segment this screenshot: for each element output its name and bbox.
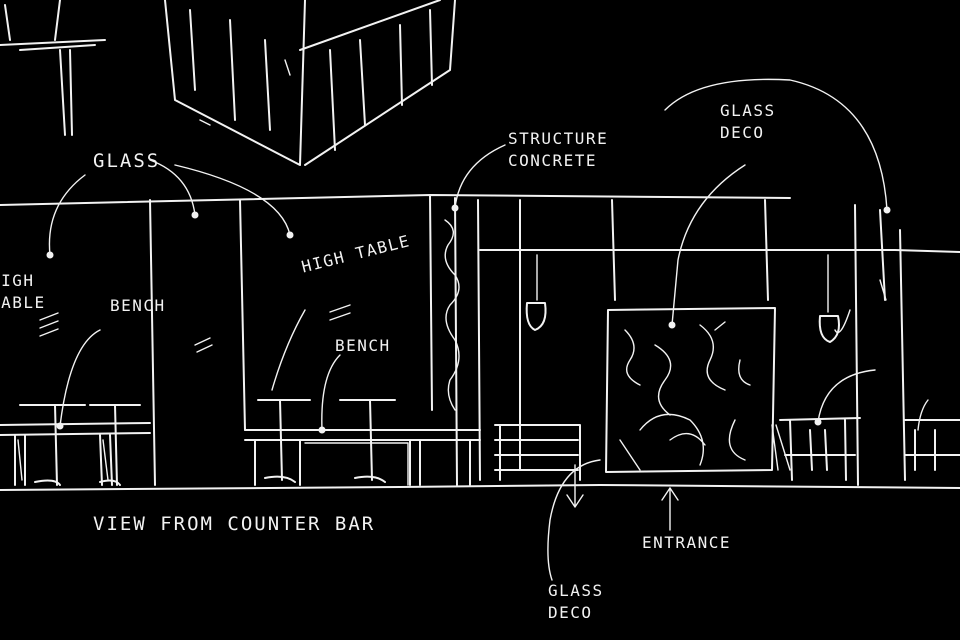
entrance-panel (605, 307, 776, 473)
glass-label: GLASS (93, 150, 161, 172)
entrance-label: ENTRANCE (642, 533, 732, 552)
right-furniture (771, 369, 960, 481)
glass-leaders (46, 159, 294, 259)
side-bench (494, 424, 581, 481)
left-furniture (0, 329, 151, 486)
columns (149, 194, 906, 486)
bench-left-label: BENCH (110, 296, 166, 315)
structure-concrete-label: STRUCTURE CONCRETE (508, 129, 609, 170)
concrete-leader (444, 144, 506, 411)
pendant-lamps (525, 254, 851, 343)
glass-deco-top-label: GLASS DECO (720, 101, 776, 142)
hatch-marks (39, 279, 887, 353)
entrance-arrows (547, 459, 679, 581)
view-caption: VIEW FROM COUNTER BAR (93, 513, 376, 535)
glass-deco-leader (671, 164, 746, 326)
ceiling-structure (0, 0, 456, 166)
glass-deco-bottom-label: GLASS DECO (548, 581, 604, 622)
center-furniture (244, 309, 481, 486)
high-table-left-label: HIGH TABLE (0, 271, 46, 312)
bench-center-label: BENCH (335, 336, 391, 355)
deco-leader-arc (664, 78, 888, 211)
